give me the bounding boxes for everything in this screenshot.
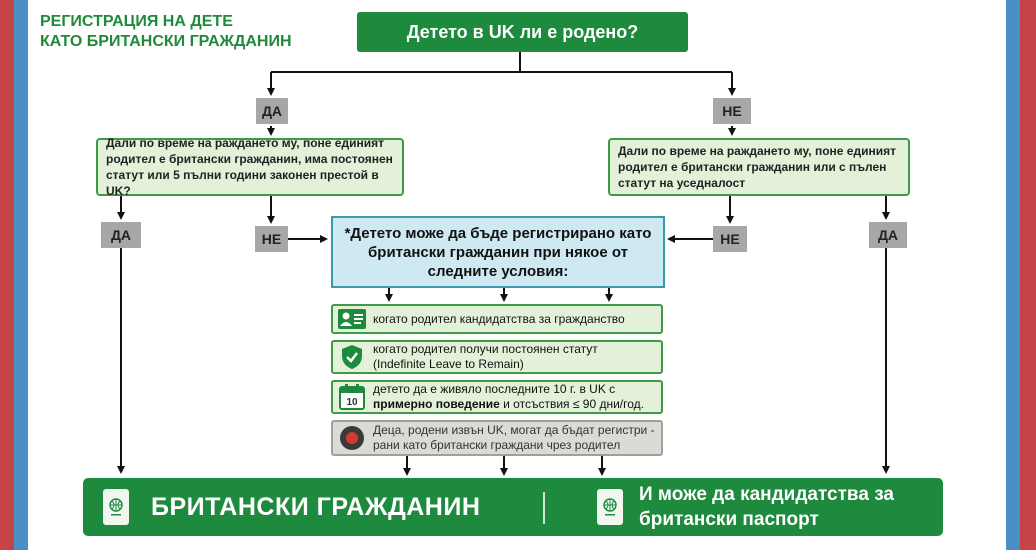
- condition-2-line2: (Indefinite Leave to Remain): [373, 357, 524, 371]
- branch-no-tag: НЕ: [713, 98, 751, 124]
- passport-label: И може да кандидатства за британски пасп…: [639, 482, 894, 532]
- page-title-line1: РЕГИСТРАЦИЯ НА ДЕТЕ: [40, 13, 233, 30]
- page-title-line2: КАТО БРИТАНСКИ ГРАЖДАНИН: [40, 33, 292, 50]
- citizen-label: БРИТАНСКИ ГРАЖДАНИН: [151, 492, 481, 521]
- right-question-box: Дали по време на раждането му, поне един…: [608, 138, 910, 196]
- citizen-result: БРИТАНСКИ ГРАЖДАНИН: [103, 478, 480, 536]
- left-yes-tag: ДА: [101, 222, 141, 248]
- right-yes-tag: ДА: [869, 222, 907, 248]
- left-no-label: НЕ: [261, 231, 282, 247]
- left-question-text: Дали по време на раждането му, поне един…: [106, 136, 393, 198]
- result-bar: БРИТАНСКИ ГРАЖДАНИН И може да кандидатст…: [83, 478, 943, 536]
- condition-3-line2: примерно поведение и отсъствия ≤ 90 дни/…: [373, 397, 644, 412]
- left-blue-stripe: [14, 0, 28, 550]
- passport-icon: [597, 489, 623, 525]
- condition-row-2: когато родител получи постоянен статут (…: [331, 340, 663, 374]
- left-no-tag: НЕ: [255, 226, 288, 252]
- condition-3-line1: детето да е живяло последните 10 г. в UK…: [373, 382, 616, 396]
- right-yes-label: ДА: [877, 227, 899, 243]
- right-no-label: НЕ: [720, 231, 740, 247]
- condition-row-4: Деца, родени извън UK, могат да бъдат ре…: [331, 420, 663, 456]
- main-question-box: Детето в UK ли е родено?: [357, 12, 688, 52]
- calendar-number: 10: [346, 397, 358, 408]
- condition-4-text: Деца, родени извън UK, могат да бъдат ре…: [371, 423, 655, 453]
- condition-row-3: 10 детето да е живяло последните 10 г. в…: [331, 380, 663, 414]
- passport-result: И може да кандидатства за британски пасп…: [597, 478, 894, 536]
- condition-3-bold: примерно поведение: [373, 397, 500, 411]
- condition-3-rest: и отсъствия ≤ 90 дни/год.: [499, 397, 644, 411]
- condition-4-line2: рани като британски граждани чрез родите…: [373, 438, 621, 452]
- branch-no-label: НЕ: [722, 103, 742, 119]
- branch-yes-tag: ДА: [256, 98, 288, 124]
- right-no-tag: НЕ: [713, 226, 747, 252]
- result-divider: [543, 492, 545, 524]
- id-card-icon: [333, 306, 371, 332]
- right-red-stripe: [1020, 0, 1036, 550]
- passport-label-line1: И може да кандидатства за: [639, 484, 894, 505]
- calendar-icon: 10: [333, 382, 371, 412]
- conditions-header-box: *Детето може да бъде регистрирано като б…: [331, 216, 665, 288]
- condition-2-text: когато родител получи постоянен статут (…: [371, 342, 598, 372]
- right-question-text: Дали по време на раждането му, поне един…: [618, 144, 896, 190]
- condition-4-line1: Деца, родени извън UK, могат да бъдат ре…: [373, 423, 655, 437]
- condition-1-text: когато родител кандидатства за гражданст…: [373, 311, 625, 326]
- record-icon: [333, 422, 371, 454]
- page-title: РЕГИСТРАЦИЯ НА ДЕТЕ КАТО БРИТАНСКИ ГРАЖД…: [40, 12, 340, 52]
- condition-row-1: когато родител кандидатства за гражданст…: [331, 304, 663, 334]
- main-question-text: Детето в UK ли е родено?: [406, 21, 639, 42]
- right-blue-stripe: [1006, 0, 1020, 550]
- passport-icon: [103, 489, 129, 525]
- branch-yes-label: ДА: [261, 103, 283, 119]
- condition-2-line1: когато родител получи постоянен статут: [373, 342, 598, 356]
- condition-3-text: детето да е живяло последните 10 г. в UK…: [371, 382, 644, 412]
- shield-check-icon: [333, 342, 371, 372]
- conditions-header-text: *Детето може да бъде регистрирано като б…: [344, 224, 652, 280]
- left-red-stripe: [0, 0, 14, 550]
- passport-label-line2: британски паспорт: [639, 509, 819, 530]
- left-question-box: Дали по време на раждането му, поне един…: [96, 136, 404, 198]
- left-yes-label: ДА: [110, 227, 132, 243]
